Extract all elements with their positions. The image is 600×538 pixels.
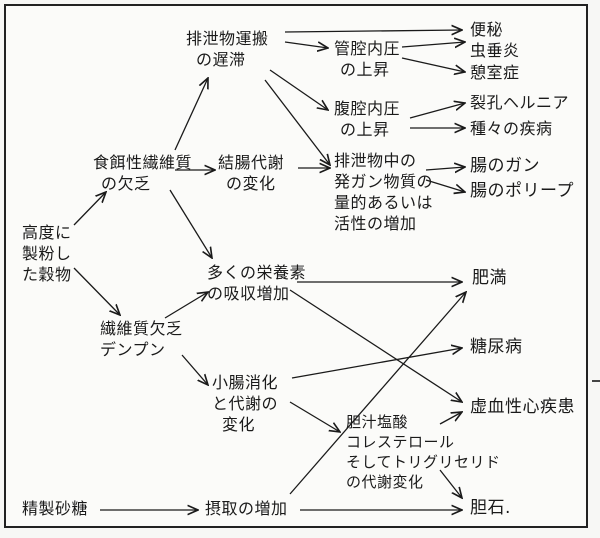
arrow-waste-to-carcinogen	[264, 79, 330, 165]
node-small-intestine-change: 小腸消化 と代謝の 変化	[212, 373, 279, 434]
arrow-carcinogen-to-polyp	[425, 179, 465, 192]
arrow-fiber-food-to-nutrient	[169, 189, 212, 258]
arrow-waste-to-lumen	[284, 42, 328, 48]
arrow-fiber-starch-to-nutrient	[164, 292, 208, 319]
node-varicose: 種々の疾病	[470, 119, 553, 138]
node-colon-polyp: 腸のポリープ	[470, 181, 574, 201]
arrow-small-intestine-to-bile	[289, 401, 340, 432]
arrow-small-intestine-to-diabetes	[291, 348, 462, 379]
node-heart-disease: 虚血性心疾患	[470, 397, 575, 417]
node-gallstones: 胆石.	[470, 498, 511, 518]
arrow-lumen-to-hemorrhoids	[401, 42, 465, 47]
node-refined-grain: 高度に 製粉し た穀物	[22, 223, 72, 284]
node-carcinogen-increase: 排泄物中の 発ガン物質の 量的あるいは 活性の増加	[334, 151, 434, 233]
arrow-intake-to-obesity	[289, 292, 466, 495]
arrow-carcinogen-to-cancer	[425, 167, 465, 170]
arrow-fiber-starch-to-small-intestine	[181, 354, 208, 385]
diagram-frame	[4, 4, 588, 528]
node-abdominal-pressure-rise: 腹腔内圧 の上昇	[334, 99, 401, 139]
node-intake-increase: 摂取の増加	[205, 499, 288, 518]
node-diverticulosis: 憩室症	[470, 63, 520, 82]
node-fiber-deficiency-starch: 繊維質欠乏 デンプン	[100, 319, 183, 359]
node-lumen-pressure-rise: 管腔内圧 の上昇	[334, 39, 401, 79]
frame-edge-mark	[592, 380, 600, 382]
node-hernia: 裂孔ヘルニア	[470, 93, 570, 112]
node-bile-metabolism-change: 胆汁塩酸 コレステロール そしてトリグリセリド の代謝変化	[346, 413, 501, 491]
node-waste-transport-delay: 排泄物運搬 の遅滞	[186, 29, 269, 69]
arrow-lumen-to-diverticulosis	[401, 57, 465, 72]
arrow-waste-to-constipation	[284, 30, 462, 32]
node-colon-cancer: 腸のガン	[470, 156, 540, 176]
arrow-bile-to-heart	[439, 412, 462, 425]
arrow-nutrient-to-heart	[289, 289, 462, 402]
arrow-abdominal-to-hernia	[409, 103, 465, 119]
node-excess-nutrient-absorption: 多くの栄養素 の吸収増加	[207, 263, 307, 303]
arrow-bile-to-gallstones	[439, 469, 462, 498]
node-refined-sugar: 精製砂糖	[22, 499, 89, 518]
node-fiber-food-deficiency: 食餌性繊維質 の欠乏	[93, 153, 193, 193]
node-hemorrhoids: 虫垂炎	[470, 41, 520, 60]
arrow-grain-to-fiber-food	[73, 192, 106, 226]
node-constipation: 便秘	[470, 20, 504, 39]
arrow-waste-to-abdominal	[269, 69, 328, 110]
node-obesity: 肥満	[472, 268, 507, 288]
node-diabetes: 糖尿病	[470, 337, 523, 357]
arrow-grain-to-fiber-starch	[73, 267, 120, 315]
node-colon-metabolism-change: 結腸代謝 の変化	[218, 153, 285, 193]
arrow-fiber-food-to-waste-delay	[174, 78, 208, 151]
